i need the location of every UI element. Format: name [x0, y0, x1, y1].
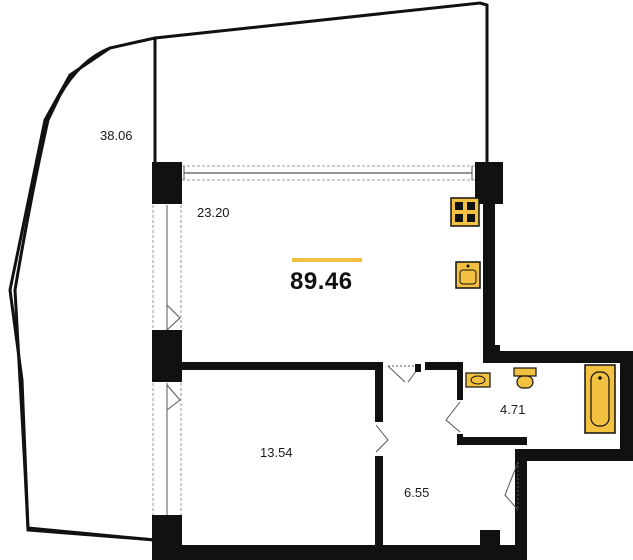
terrace-outline — [8, 1, 489, 542]
terrace-boundary-left — [13, 46, 156, 542]
bedroom-area: 13.54 — [260, 445, 293, 460]
toilet-icon — [513, 367, 537, 389]
top-window — [182, 165, 475, 181]
total-area: 89.46 — [290, 268, 353, 295]
bathtub-icon — [584, 364, 616, 434]
living-kitchen-area: 23.20 — [197, 205, 230, 220]
total-area-accent-bar — [292, 258, 362, 262]
terrace-area: 38.06 — [100, 128, 133, 143]
door-swing-icon — [375, 364, 519, 511]
kitchen-stove-icon — [450, 197, 480, 227]
left-window-upper — [152, 205, 182, 331]
kitchen-sink-icon — [455, 261, 481, 289]
hallway-area: 6.55 — [404, 485, 430, 500]
left-window-lower — [152, 383, 182, 515]
bathroom-area: 4.71 — [500, 402, 526, 417]
walls — [152, 162, 633, 560]
washbasin-icon — [465, 372, 491, 388]
